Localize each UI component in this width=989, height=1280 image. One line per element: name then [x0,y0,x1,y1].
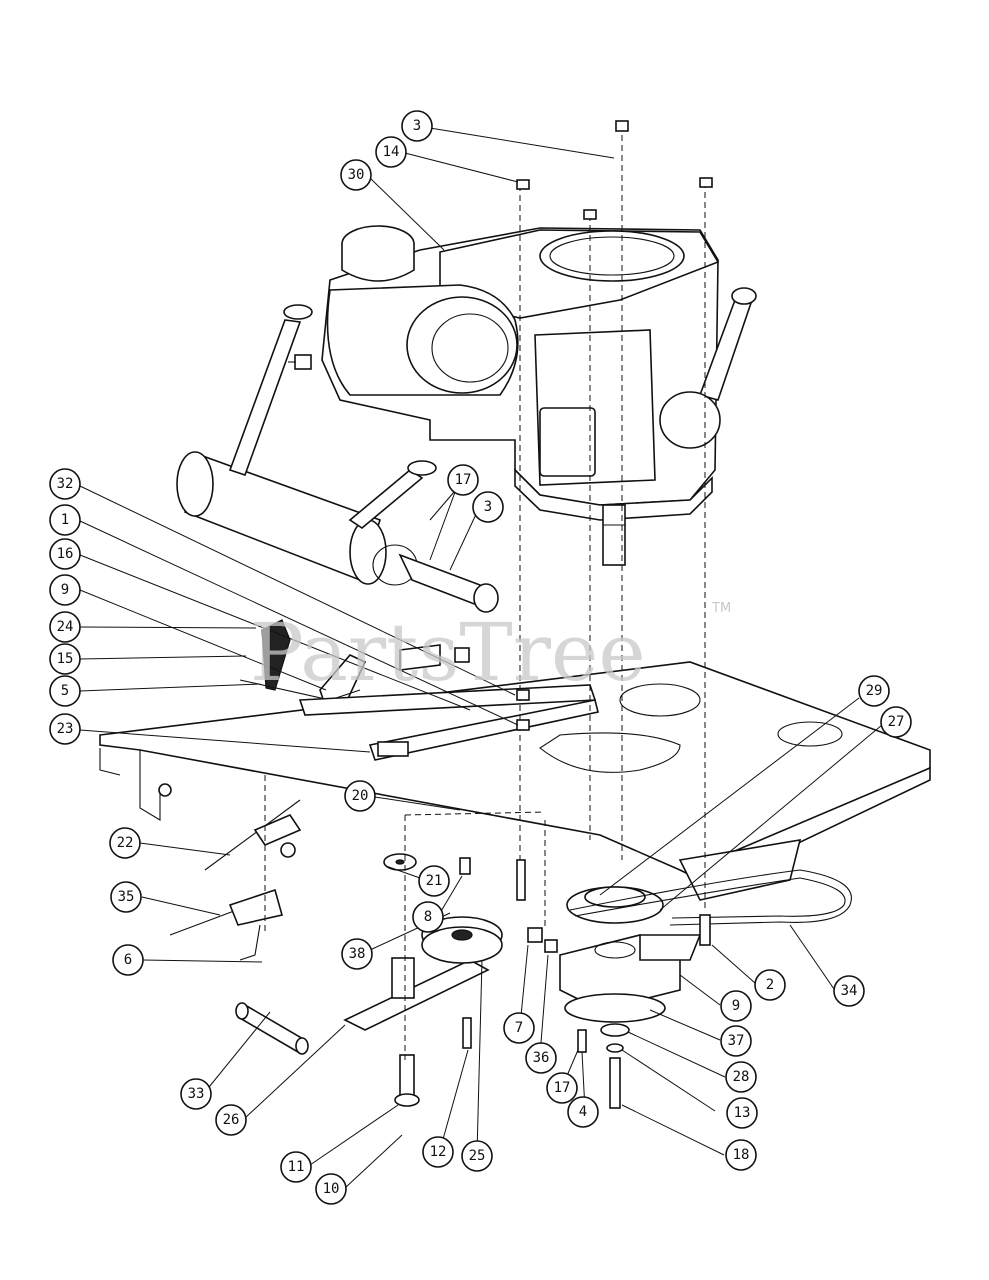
callout-1[interactable]: 1 [49,504,81,536]
watermark-tm: TM [711,601,731,616]
watermark: PartsTree TM [250,601,731,699]
callout-28[interactable]: 28 [725,1061,757,1093]
svg-text:6: 6 [124,952,132,968]
svg-text:4: 4 [579,1104,587,1120]
svg-text:15: 15 [57,651,74,667]
callout-37[interactable]: 37 [720,1025,752,1057]
svg-text:24: 24 [57,619,74,635]
svg-text:3: 3 [413,118,421,134]
svg-text:34: 34 [841,983,858,999]
callouts: 3 14 30 32 17 3 1 16 9 24 15 5 23 29 27 … [49,110,912,1205]
callout-9-right[interactable]: 9 [720,990,752,1022]
callout-25[interactable]: 25 [461,1140,493,1172]
callout-11[interactable]: 11 [280,1151,312,1183]
callout-26[interactable]: 26 [215,1104,247,1136]
callout-22[interactable]: 22 [109,827,141,859]
assembly-lines [264,120,713,1060]
engine-assembly [288,225,757,566]
leader-lines [79,127,883,1189]
callout-10[interactable]: 10 [315,1173,347,1205]
svg-text:14: 14 [383,144,400,160]
callout-12[interactable]: 12 [422,1136,454,1168]
svg-text:32: 32 [57,476,74,492]
callout-38[interactable]: 38 [341,938,373,970]
callout-5[interactable]: 5 [49,675,81,707]
callout-20[interactable]: 20 [344,780,376,812]
callout-13[interactable]: 13 [726,1097,758,1129]
muffler-assembly [176,304,499,613]
svg-text:27: 27 [888,714,905,730]
svg-text:17: 17 [554,1080,571,1096]
svg-text:5: 5 [61,683,69,699]
svg-text:28: 28 [733,1069,750,1085]
callout-6[interactable]: 6 [112,944,144,976]
callout-32[interactable]: 32 [49,468,81,500]
svg-text:9: 9 [732,998,740,1014]
callout-33[interactable]: 33 [180,1078,212,1110]
svg-text:37: 37 [728,1033,745,1049]
svg-text:2: 2 [766,977,774,993]
svg-text:20: 20 [352,788,369,804]
svg-text:9: 9 [61,582,69,598]
svg-text:1: 1 [61,512,69,528]
svg-text:11: 11 [288,1159,305,1175]
svg-text:3: 3 [484,499,492,515]
callout-2[interactable]: 2 [754,969,786,1001]
svg-text:16: 16 [57,546,74,562]
svg-text:30: 30 [348,167,365,183]
callout-27[interactable]: 27 [880,706,912,738]
callout-36[interactable]: 36 [525,1042,557,1074]
svg-text:17: 17 [455,472,472,488]
svg-text:8: 8 [424,909,432,925]
callout-29[interactable]: 29 [858,675,890,707]
callout-3-mid[interactable]: 3 [472,491,504,523]
deck-frame [99,644,931,901]
svg-text:35: 35 [118,889,135,905]
svg-text:22: 22 [117,835,134,851]
callout-21[interactable]: 21 [418,865,450,897]
svg-text:10: 10 [323,1181,340,1197]
callout-9-left[interactable]: 9 [49,574,81,606]
svg-text:38: 38 [349,946,366,962]
callout-15[interactable]: 15 [49,643,81,675]
callout-4[interactable]: 4 [567,1096,599,1128]
watermark-text: PartsTree [250,606,646,699]
callout-17-bottom[interactable]: 17 [546,1072,578,1104]
callout-8[interactable]: 8 [412,901,444,933]
svg-text:23: 23 [57,721,74,737]
drive-assembly [235,853,852,1109]
callout-14[interactable]: 14 [375,136,407,168]
svg-text:7: 7 [515,1020,523,1036]
callout-24[interactable]: 24 [49,611,81,643]
callout-17-top[interactable]: 17 [447,464,479,496]
svg-text:29: 29 [866,683,883,699]
callout-7[interactable]: 7 [503,1012,535,1044]
svg-text:21: 21 [426,873,443,889]
svg-text:36: 36 [533,1050,550,1066]
callout-16[interactable]: 16 [49,538,81,570]
callout-18[interactable]: 18 [725,1139,757,1171]
callout-34[interactable]: 34 [833,975,865,1007]
svg-text:33: 33 [188,1086,205,1102]
callout-30[interactable]: 30 [340,159,372,191]
svg-text:13: 13 [734,1105,751,1121]
callout-23[interactable]: 23 [49,713,81,745]
svg-text:18: 18 [733,1147,750,1163]
svg-text:26: 26 [223,1112,240,1128]
callout-35[interactable]: 35 [110,881,142,913]
svg-text:12: 12 [430,1144,447,1160]
callout-3-top[interactable]: 3 [401,110,433,142]
svg-text:25: 25 [469,1148,486,1164]
